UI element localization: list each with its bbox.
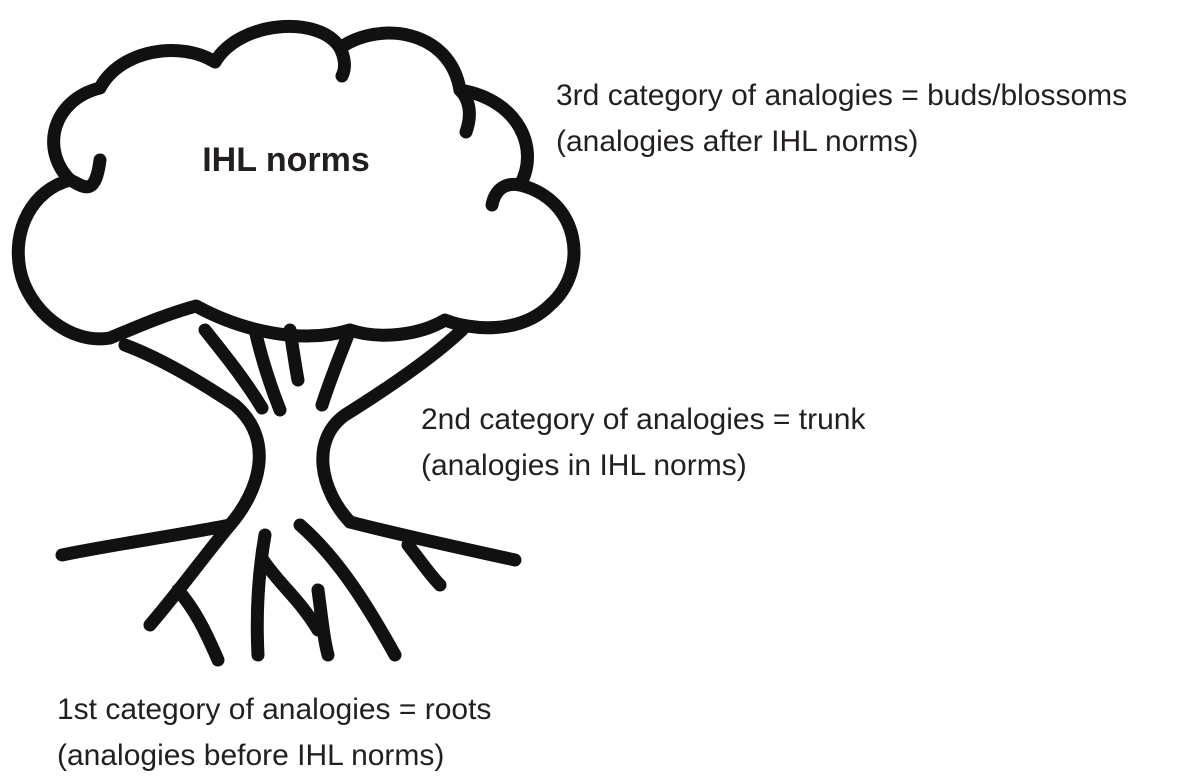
tree-root	[143, 518, 237, 632]
category-label-roots: 1st category of analogies = roots (analo…	[57, 687, 491, 779]
category-label-line: (analogies after IHL norms)	[556, 125, 919, 158]
canopy-title: IHL norms	[202, 141, 370, 179]
tree-root	[250, 528, 272, 662]
category-label-line: 2nd category of analogies = trunk	[421, 403, 866, 436]
tree-root	[171, 583, 225, 667]
category-label-line: (analogies before IHL norms)	[57, 739, 445, 772]
category-label-line: 1st category of analogies = roots	[57, 693, 492, 726]
tree-root	[256, 553, 325, 637]
tree-root	[401, 538, 447, 592]
tree-trunk-right	[316, 323, 469, 529]
category-label-line: (analogies in IHL norms)	[421, 449, 747, 482]
tree-branch	[315, 323, 357, 412]
tree-canopy-detail	[333, 41, 351, 83]
category-label-line: 3rd category of analogies = buds/blossom…	[556, 79, 1128, 112]
tree-branch	[198, 323, 269, 415]
tree-canopy-detail	[485, 177, 527, 212]
tree-canopy-detail	[63, 153, 107, 194]
tree-trunk-left	[118, 338, 266, 532]
tree-canopy-outline	[11, 19, 581, 346]
tree-branch	[283, 323, 305, 387]
tree-root	[343, 515, 522, 567]
tree-canopy-detail	[453, 83, 476, 139]
category-label-buds: 3rd category of analogies = buds/blossom…	[556, 73, 1127, 165]
tree-root	[311, 583, 335, 662]
tree-root	[293, 518, 402, 662]
tree-branch	[248, 323, 287, 417]
category-label-trunk: 2nd category of analogies = trunk (analo…	[421, 397, 865, 489]
tree-root	[55, 518, 237, 562]
